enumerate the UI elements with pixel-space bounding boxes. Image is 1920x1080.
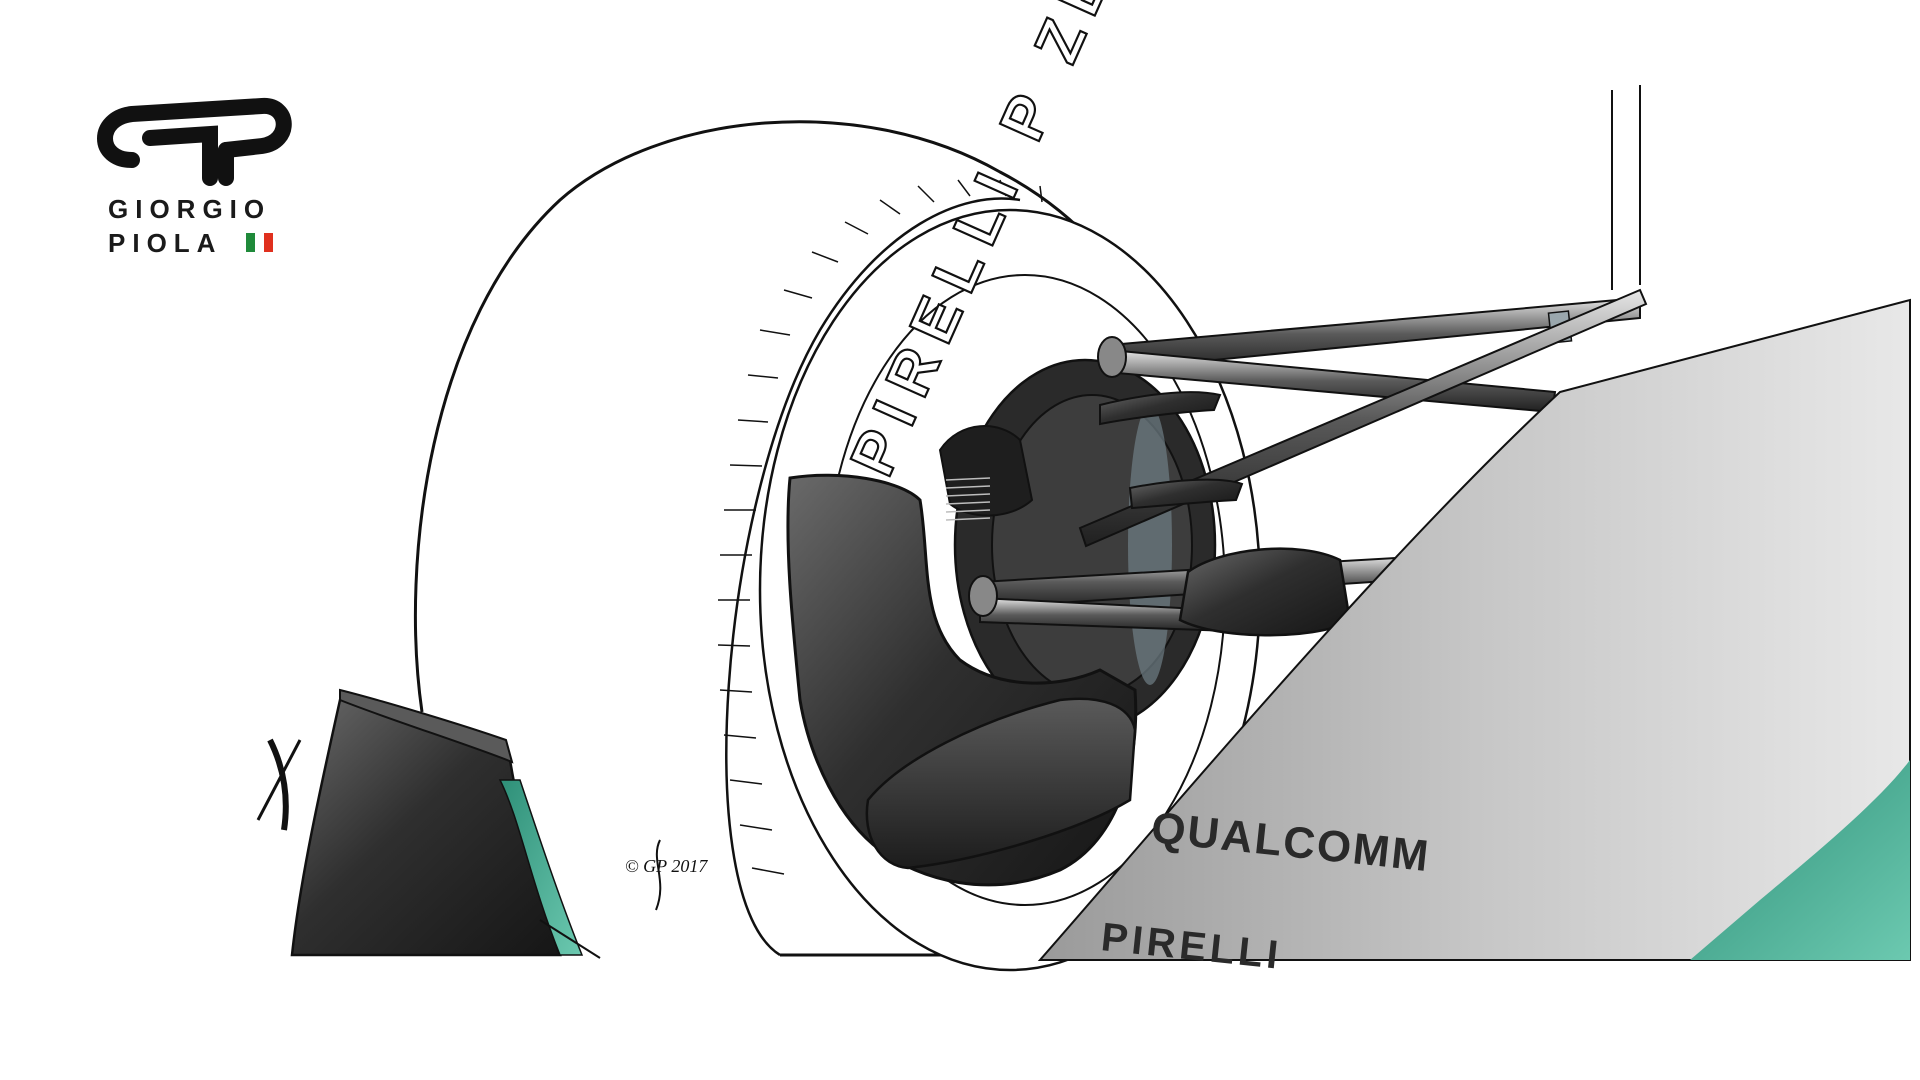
nose-teal-stripe [1690,760,1910,960]
brake-duct [786,425,1138,887]
front-wing-endplate [256,688,601,959]
artist-signature: © GP 2017 [625,839,708,911]
giorgio-piola-logo: GIORGIO PIOLA [97,98,292,258]
artist-signature-text: © GP 2017 [625,856,708,876]
gp-monogram-icon [97,98,292,186]
brake-duct-inlet [938,425,1034,517]
brake-duct-scoop [865,697,1137,870]
lower-arm-fairing [1178,547,1352,637]
tyre-sidewall-edge [725,197,1021,957]
tyre-tread-marks [717,179,1043,875]
logo-line-2: PIOLA [108,228,222,258]
logo-line-1: GIORGIO [108,194,271,224]
chassis-edge-lines [1611,85,1641,290]
italian-flag-icon [246,233,273,252]
nose-cone: QUALCOMM PIRELLI [1037,298,1911,978]
upright-winglet-top [1099,391,1222,426]
upper-wishbone [1097,296,1641,414]
upright-winglet-mid [1128,478,1244,510]
brake-duct-fins [945,477,991,521]
